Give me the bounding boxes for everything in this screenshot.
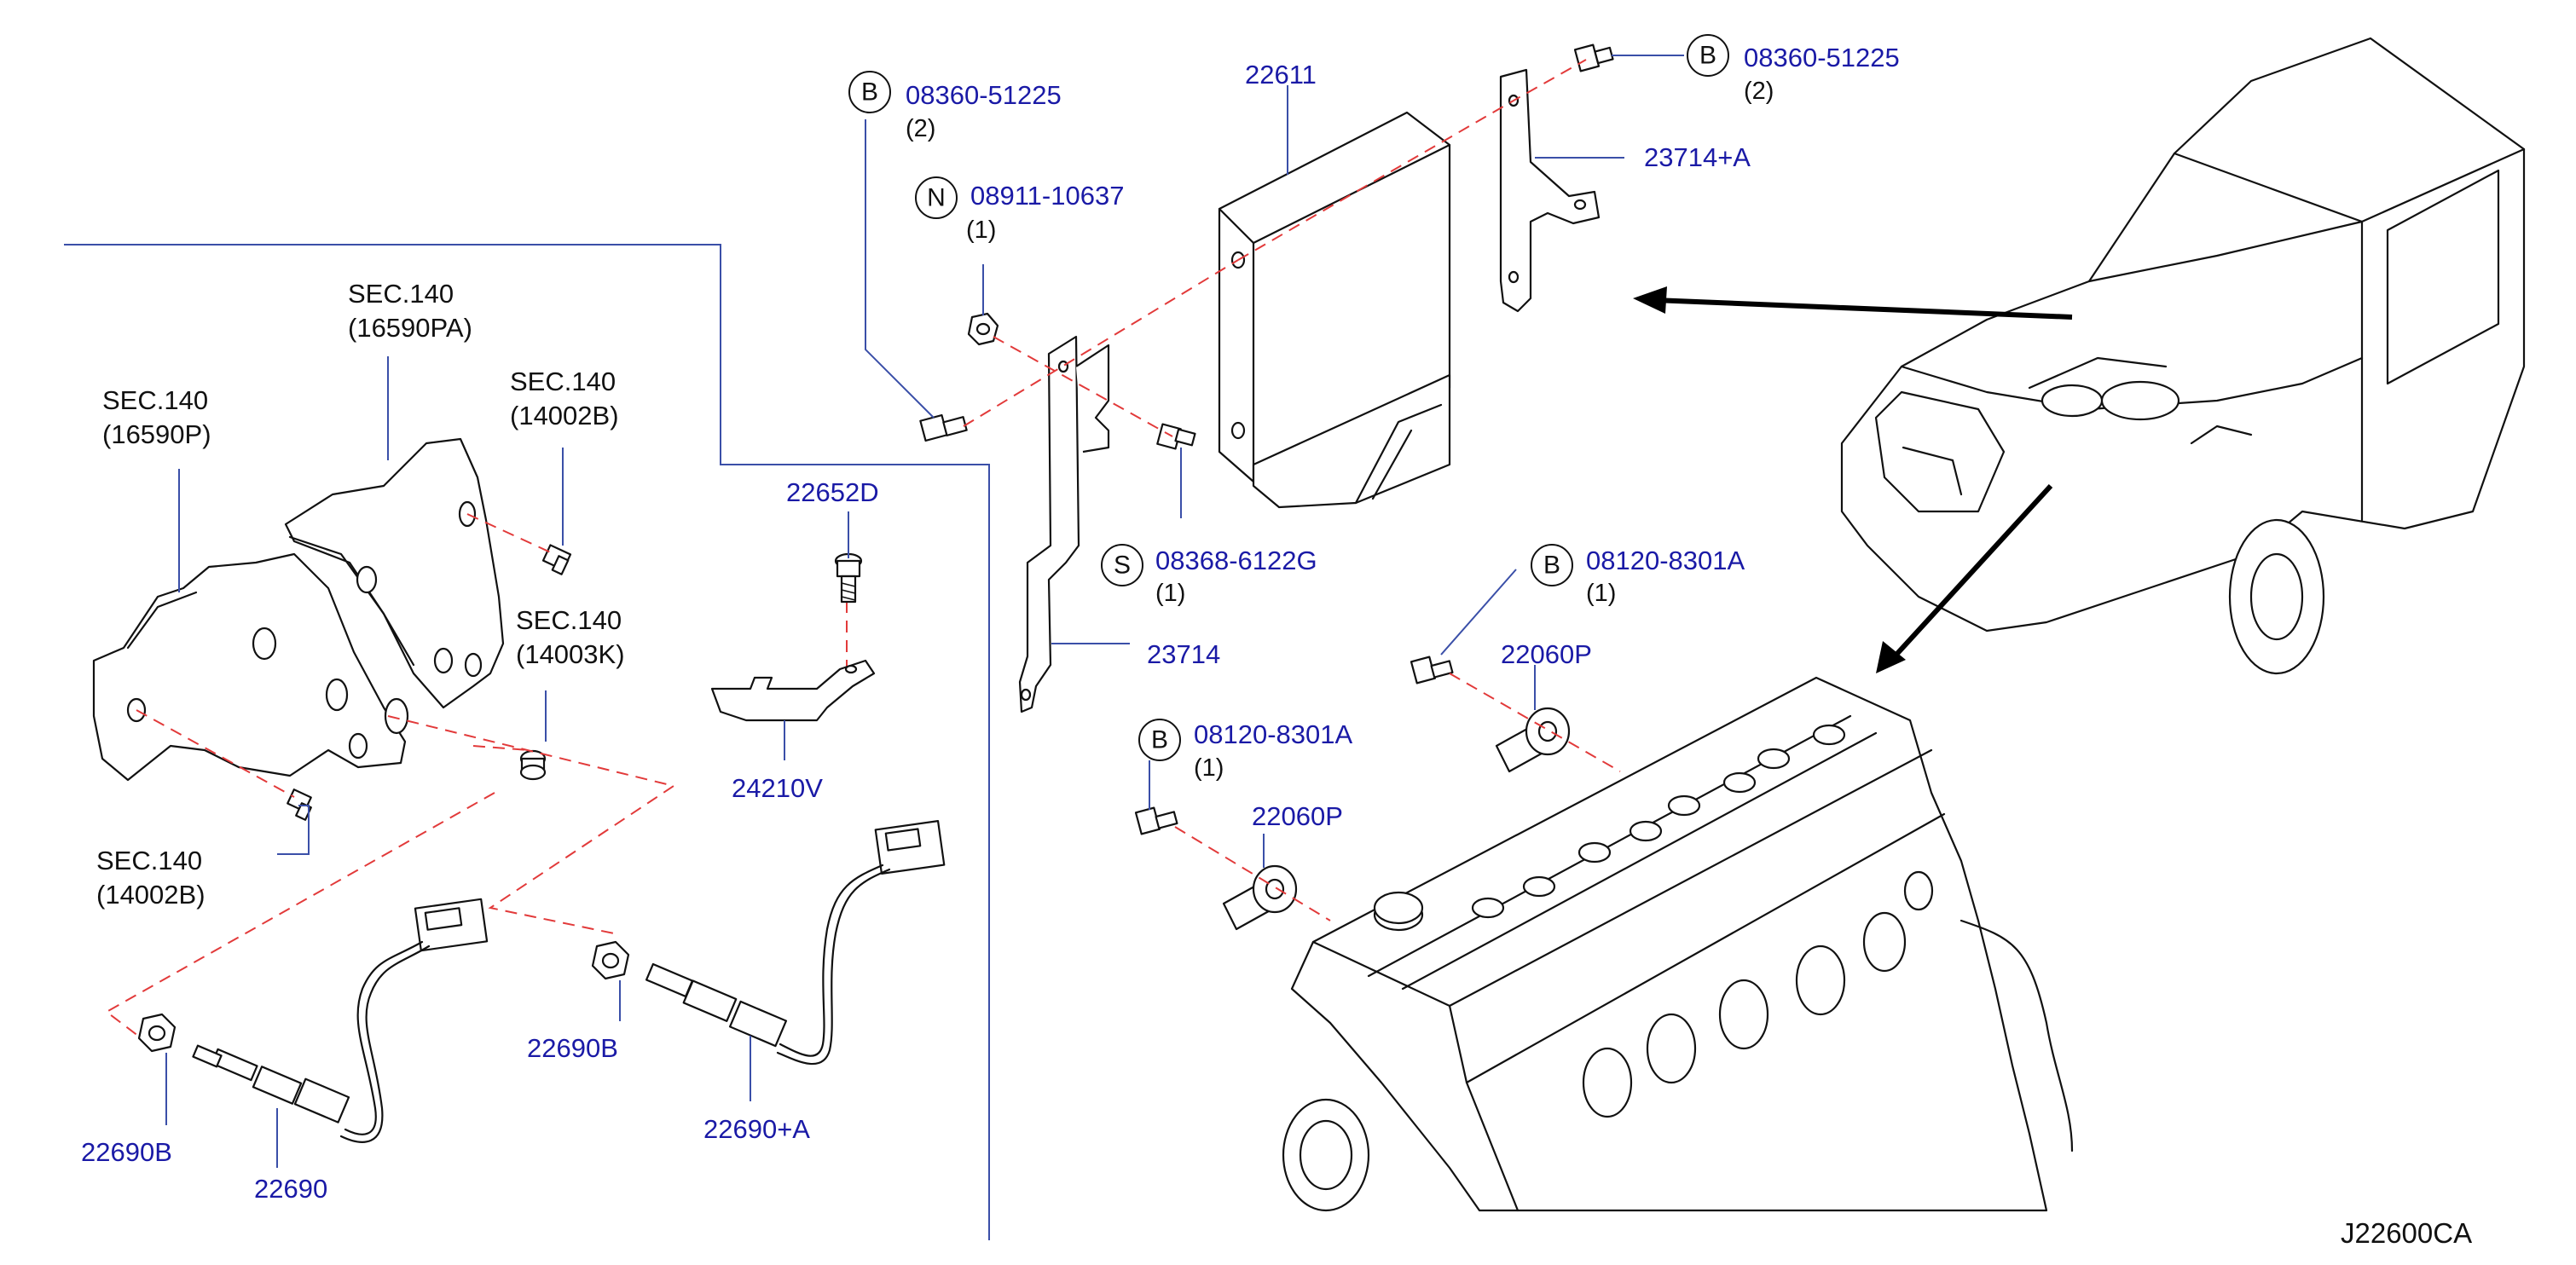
bolt-type-badge: B bbox=[1687, 34, 1729, 77]
svg-text:B: B bbox=[861, 78, 878, 107]
sec-ref-14003k-line1: SEC.140 bbox=[516, 605, 622, 635]
part-23714-a: 23714+A bbox=[1644, 142, 1751, 172]
sec-ref-16590pa-line1: SEC.140 bbox=[348, 279, 454, 309]
bolt-icon bbox=[287, 788, 312, 821]
install-line bbox=[105, 792, 495, 1045]
o2-sensor-icon bbox=[192, 898, 489, 1143]
leader-line bbox=[277, 805, 310, 855]
svg-text:B: B bbox=[1543, 552, 1560, 580]
o2-sensor-icon bbox=[645, 820, 946, 1066]
heat-shield-icon bbox=[92, 437, 505, 782]
sec-ref-14003k-line2: (14003K) bbox=[516, 639, 625, 669]
nut-icon bbox=[137, 1013, 177, 1053]
leader-line bbox=[1440, 569, 1517, 656]
qty-08360-51225-right: (2) bbox=[1744, 78, 1774, 105]
sec-ref-16590pa-line2: (16590PA) bbox=[348, 313, 472, 343]
qty-08368-6122g: (1) bbox=[1155, 580, 1185, 607]
bolt-icon bbox=[541, 544, 572, 575]
bolt-type-badge: B bbox=[1138, 719, 1181, 761]
bracket-icon bbox=[710, 659, 876, 722]
qty-08120-8301a-lower: (1) bbox=[1194, 754, 1224, 782]
part-22690-a: 22690+A bbox=[703, 1114, 810, 1144]
install-line bbox=[963, 259, 1239, 427]
install-line bbox=[472, 745, 530, 751]
sec-ref-14002b-bottom-line2: (14002B) bbox=[96, 880, 206, 910]
part-08360-51225-right: 08360-51225 bbox=[1744, 43, 1900, 72]
part-22060p-lower: 22060P bbox=[1252, 801, 1343, 831]
install-line bbox=[1449, 673, 1621, 772]
leader-line bbox=[865, 119, 935, 419]
knock-sensor-icon bbox=[1222, 864, 1298, 931]
install-line bbox=[1174, 826, 1331, 921]
part-22652d: 22652D bbox=[786, 477, 879, 507]
direction-arrow-icon bbox=[1876, 483, 2053, 673]
install-line bbox=[993, 336, 1173, 437]
bolt-type-badge: B bbox=[1531, 544, 1573, 586]
knock-sensor-icon bbox=[1495, 707, 1571, 773]
direction-arrow-icon bbox=[1633, 286, 2073, 320]
ecm-box-icon bbox=[1218, 111, 1451, 509]
part-08368-6122g: 08368-6122G bbox=[1155, 546, 1317, 575]
nut-icon bbox=[591, 940, 630, 980]
sec-ref-16590p-line1: SEC.140 bbox=[102, 385, 208, 415]
svg-text:B: B bbox=[1151, 726, 1168, 754]
svg-text:S: S bbox=[1114, 552, 1131, 580]
part-08120-8301a-upper: 08120-8301A bbox=[1586, 546, 1745, 575]
diagram-code: J22600CA bbox=[2341, 1217, 2472, 1249]
part-08911-10637: 08911-10637 bbox=[970, 181, 1124, 211]
nut-icon bbox=[967, 312, 999, 346]
install-line bbox=[136, 709, 295, 798]
qty-08360-51225-left: (2) bbox=[906, 115, 935, 142]
bolt-type-badge: B bbox=[848, 71, 891, 113]
engine-head-icon bbox=[1282, 676, 2074, 1212]
screw-type-badge: S bbox=[1101, 544, 1143, 586]
part-22690b-left: 22690B bbox=[81, 1137, 172, 1167]
part-08120-8301a-lower: 08120-8301A bbox=[1194, 719, 1352, 749]
part-22690b-mid: 22690B bbox=[527, 1033, 618, 1063]
bolt-icon bbox=[1573, 43, 1614, 72]
install-line bbox=[1237, 59, 1587, 261]
qty-08911-10637: (1) bbox=[966, 217, 996, 244]
nut-type-badge: N bbox=[915, 176, 958, 219]
bolt-icon bbox=[1134, 806, 1178, 835]
bolt-icon bbox=[519, 749, 547, 781]
part-22060p-upper: 22060P bbox=[1501, 639, 1592, 669]
part-22611: 22611 bbox=[1245, 60, 1317, 90]
part-24210v: 24210V bbox=[732, 773, 823, 803]
part-23714: 23714 bbox=[1147, 639, 1220, 669]
svg-text:N: N bbox=[927, 184, 946, 212]
qty-08120-8301a-upper: (1) bbox=[1586, 580, 1616, 607]
install-line bbox=[466, 513, 555, 555]
bolt-icon bbox=[1410, 656, 1454, 684]
sec-ref-14002b-top-line2: (14002B) bbox=[510, 401, 619, 430]
install-line bbox=[387, 715, 676, 934]
sec-ref-14002b-top-line1: SEC.140 bbox=[510, 367, 616, 396]
sec-ref-16590p-line2: (16590P) bbox=[102, 419, 211, 449]
section-divider bbox=[64, 244, 990, 1240]
vehicle-icon bbox=[1840, 37, 2526, 675]
bolt-icon bbox=[919, 413, 968, 442]
part-22690: 22690 bbox=[254, 1174, 327, 1204]
svg-text:B: B bbox=[1699, 42, 1716, 70]
bracket-icon bbox=[1018, 335, 1110, 713]
bolt-icon bbox=[1156, 423, 1196, 450]
bracket-icon bbox=[1499, 68, 1601, 313]
sec-ref-14002b-bottom-line1: SEC.140 bbox=[96, 846, 202, 875]
part-08360-51225-left: 08360-51225 bbox=[906, 80, 1062, 110]
bolt-icon bbox=[834, 552, 863, 604]
